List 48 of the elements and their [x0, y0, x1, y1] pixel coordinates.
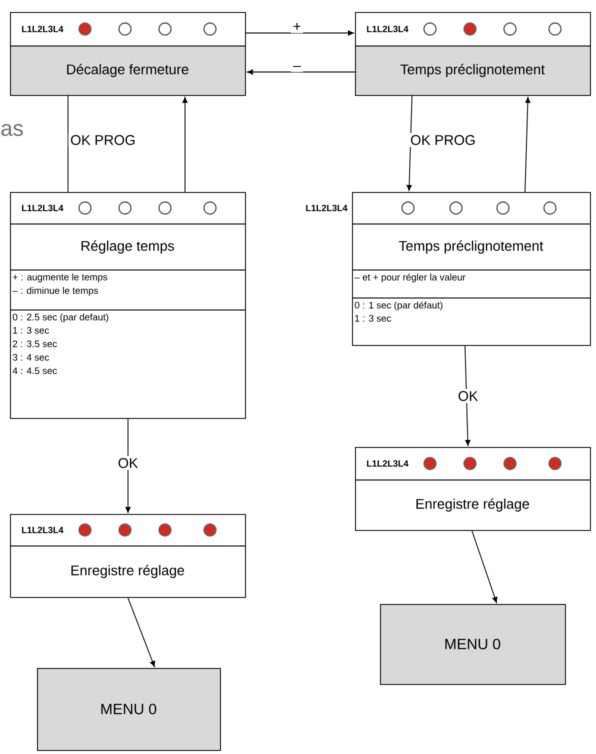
list-line: 2 : 3.5 sec [12, 340, 57, 348]
arrow [406, 95, 412, 191]
box-title: Temps préclignotement [400, 64, 545, 78]
box-title: Enregistre réglage [71, 564, 184, 578]
edge-label: OK [116, 456, 140, 470]
arrow [464, 345, 470, 446]
edge-label: OK PROG [68, 133, 138, 147]
list-line: 1 : 3 sec [355, 314, 391, 322]
list-line: 0 : 2.5 sec (par defaut) [12, 313, 108, 322]
arrow [245, 30, 354, 36]
list-line: 0 : 1 sec (par défaut) [354, 301, 442, 310]
edge-label: + [290, 20, 304, 34]
box-title: MENU 0 [101, 704, 156, 714]
arrow [182, 97, 188, 192]
list-line: + : augmente le temps [12, 273, 108, 282]
arrow [128, 597, 156, 667]
edge-label: OK PROG [408, 133, 478, 147]
led-label: L1L2L3L4 [367, 460, 408, 467]
arrow [247, 69, 356, 75]
led-label: L1L2L3L4 [306, 204, 348, 212]
state-box [37, 668, 221, 751]
list-line: – et + pour régler la valeur [354, 273, 466, 282]
box-title: Réglage temps [82, 240, 174, 254]
arrow [472, 530, 498, 603]
list-line: 3 : 4 sec [12, 354, 49, 361]
edge-label: – [291, 64, 303, 72]
led-label: L1L2L3L4 [22, 26, 64, 32]
box-title: Décalage fermeture [67, 64, 188, 78]
state-box [10, 12, 246, 96]
list-line: 4 : 4.5 sec [12, 367, 57, 374]
state-box [10, 192, 246, 419]
state-box [354, 447, 591, 531]
edge-label: OK [456, 389, 480, 403]
led-label: L1L2L3L4 [22, 526, 64, 534]
box-title: Enregistre réglage [416, 498, 530, 512]
led-label: L1L2L3L4 [22, 204, 64, 212]
state-box [354, 12, 591, 96]
list-line: – : diminue le temps [12, 286, 98, 296]
state-box [352, 192, 591, 346]
box-title: Temps préclignotement [398, 240, 544, 254]
state-box [10, 514, 246, 598]
list-line: 1 : 3 sec [13, 326, 49, 334]
box-title: MENU 0 [445, 638, 500, 650]
text-fragment: as [1, 124, 23, 136]
arrow [524, 97, 530, 192]
arrow [125, 418, 131, 513]
led-label: L1L2L3L4 [367, 26, 408, 32]
state-box [380, 604, 566, 685]
